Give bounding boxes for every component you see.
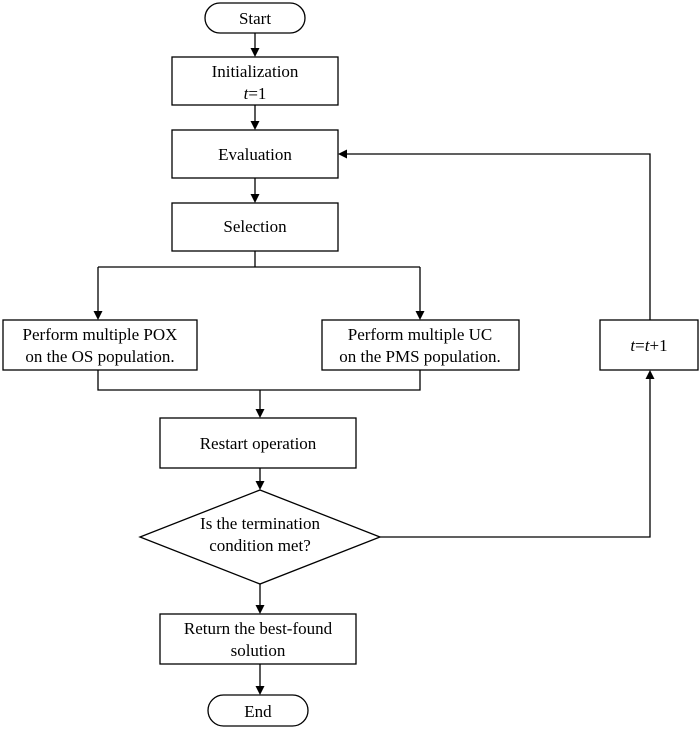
connector-merge-to-restart xyxy=(97,370,421,418)
end-label: End xyxy=(244,702,272,721)
result-box: Return the best-found solution xyxy=(159,613,357,665)
arrow-init-to-evaluation xyxy=(250,105,260,130)
uc-label-line1: Perform multiple UC xyxy=(348,325,492,344)
increment-box: t=t+1 xyxy=(599,319,699,371)
selection-box: Selection xyxy=(171,202,339,252)
pox-label-line1: Perform multiple POX xyxy=(23,325,178,344)
arrow-decision-to-result xyxy=(255,584,265,614)
arrow-evaluation-to-selection xyxy=(250,178,260,203)
arrow-split-to-uc xyxy=(415,267,425,320)
pox-label-line2: on the OS population. xyxy=(25,347,174,366)
connector-selection-split xyxy=(98,251,420,268)
restart-box: Restart operation xyxy=(159,417,357,469)
initialization-counter: t=1 xyxy=(244,84,267,103)
result-label-line2: solution xyxy=(231,641,286,660)
result-label-line1: Return the best-found xyxy=(184,619,333,638)
decision-label-line1: Is the termination xyxy=(200,514,320,533)
pox-box: Perform multiple POX on the OS populatio… xyxy=(2,319,198,371)
arrow-split-to-pox xyxy=(93,267,103,320)
start-label: Start xyxy=(239,9,271,28)
arrow-restart-to-decision xyxy=(255,468,265,490)
arrow-increment-to-evaluation xyxy=(338,149,651,320)
end-node: End xyxy=(207,694,309,727)
arrow-decision-to-increment xyxy=(380,370,655,538)
uc-box: Perform multiple UC on the PMS populatio… xyxy=(321,319,520,371)
evaluation-label: Evaluation xyxy=(218,145,292,164)
initialization-box: Initialization t=1 xyxy=(171,56,339,106)
arrow-result-to-end xyxy=(255,664,265,695)
uc-label-line2: on the PMS population. xyxy=(339,347,501,366)
termination-decision: Is the termination condition met? xyxy=(138,489,382,585)
decision-label-line2: condition met? xyxy=(209,536,311,555)
start-node: Start xyxy=(204,2,306,34)
evaluation-box: Evaluation xyxy=(171,129,339,179)
increment-label: t=t+1 xyxy=(630,336,667,355)
restart-label: Restart operation xyxy=(200,434,317,453)
arrow-start-to-init xyxy=(250,33,260,57)
initialization-label: Initialization xyxy=(212,62,299,81)
selection-label: Selection xyxy=(223,217,287,236)
